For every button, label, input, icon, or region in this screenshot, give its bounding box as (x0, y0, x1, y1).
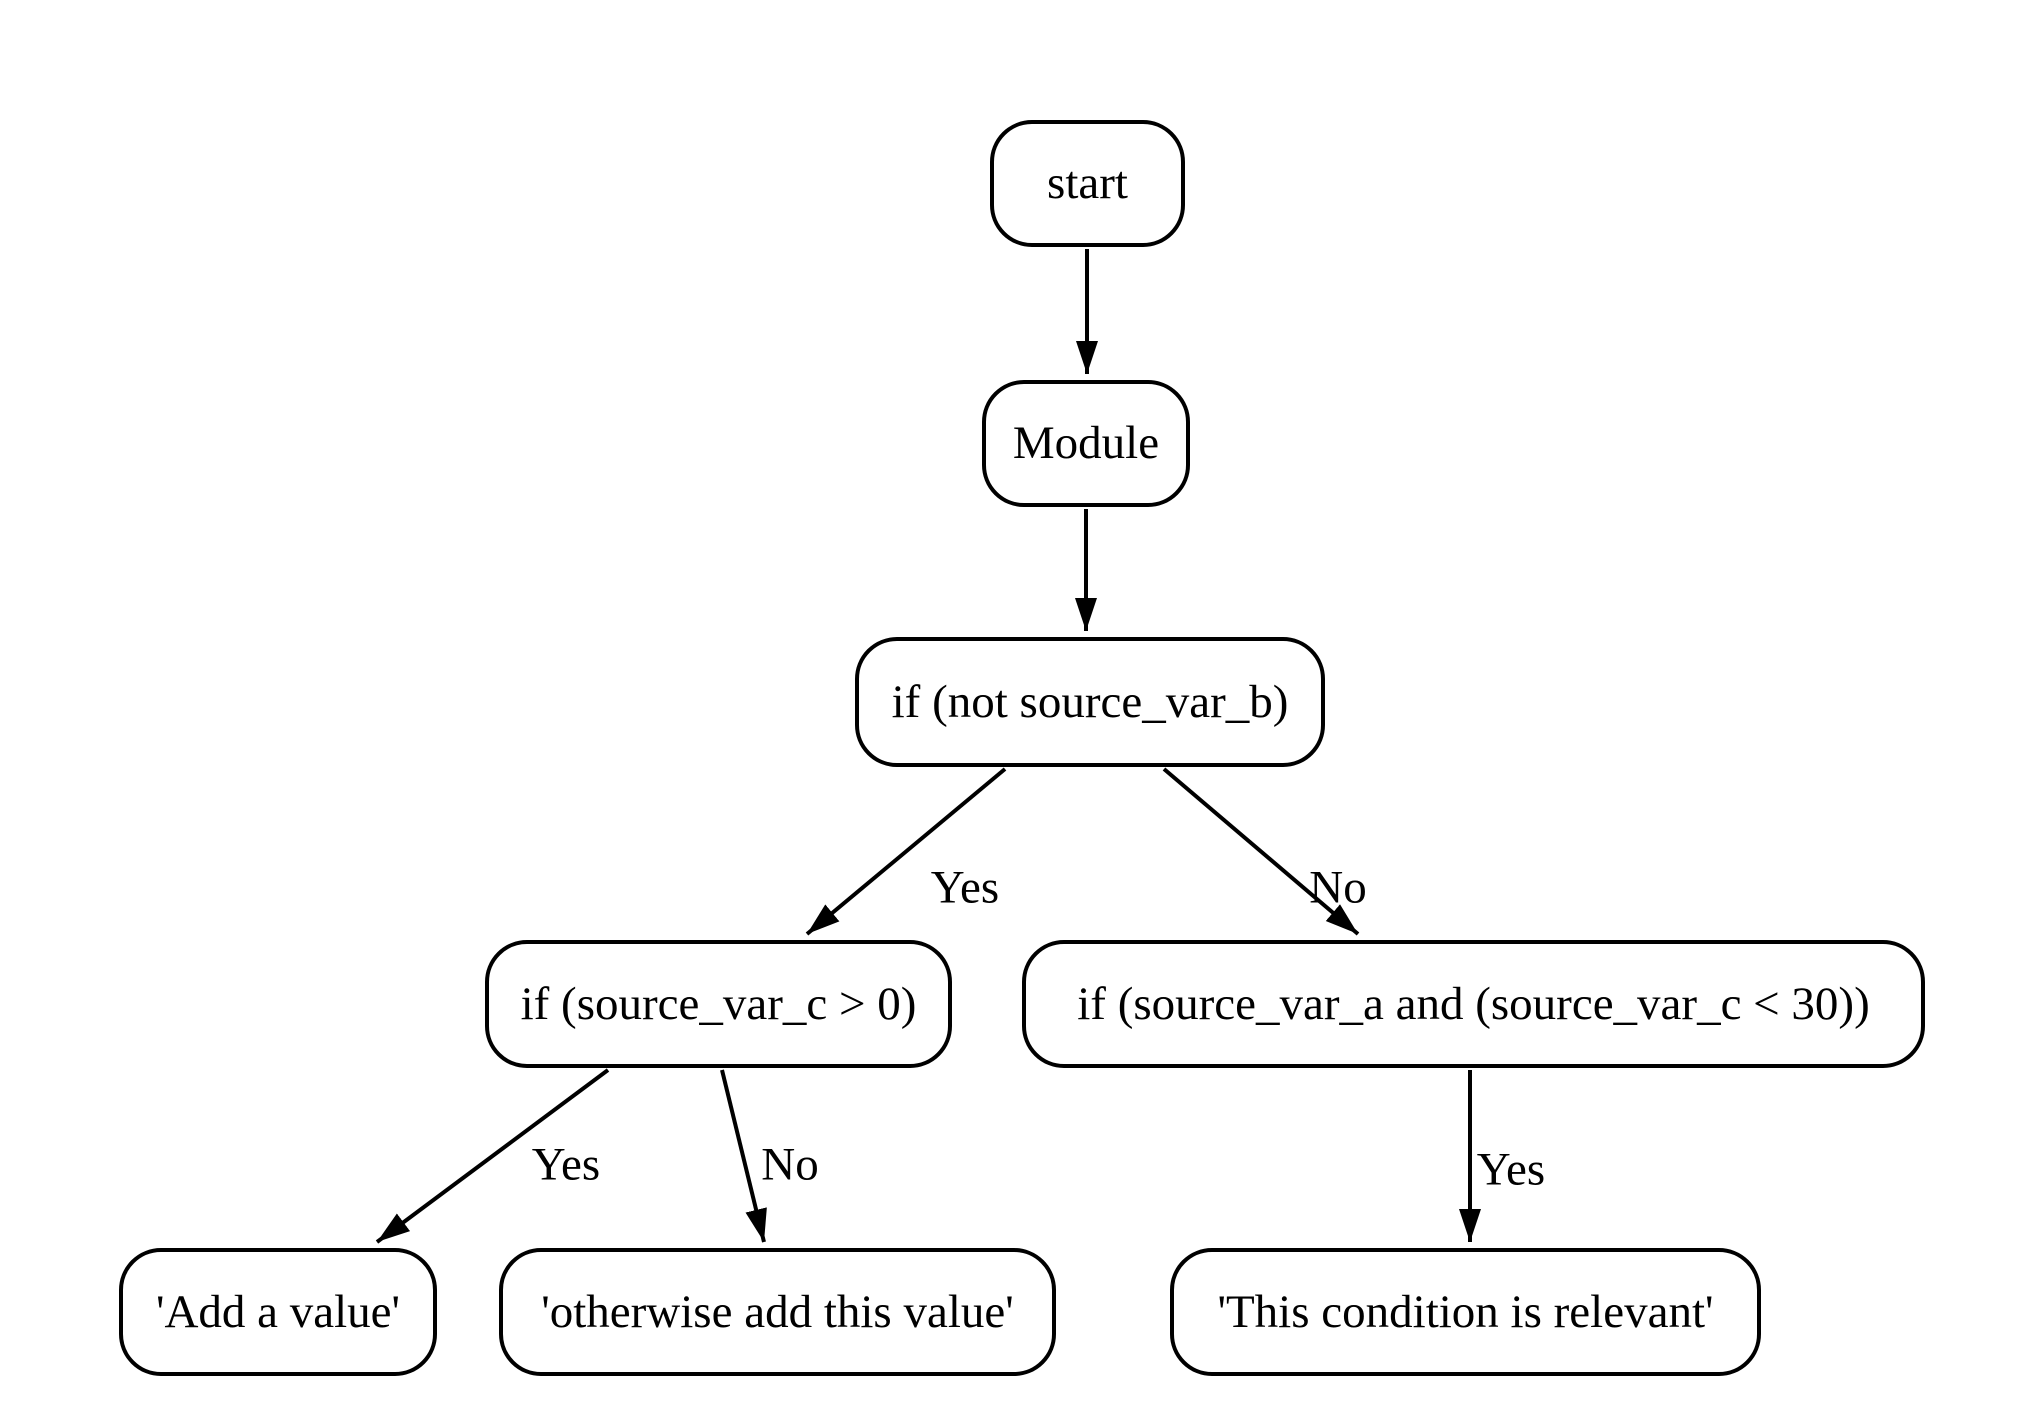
node-if-source-var-c-gt-0: if (source_var_c > 0) (485, 940, 952, 1068)
edge-if-not-b-no (1162, 767, 1360, 936)
node-start: start (990, 120, 1185, 247)
edge-if-c-yes (375, 1068, 610, 1244)
edge-label-yes-if-a: Yes (1476, 1143, 1546, 1196)
edge-label-yes-if-c: Yes (531, 1138, 601, 1191)
edge-if-c-no (720, 1069, 767, 1243)
node-add-a-value: 'Add a value' (119, 1248, 437, 1376)
node-if-not-source-var-b: if (not source_var_b) (855, 637, 1325, 767)
node-otherwise-add-this-value: 'otherwise add this value' (499, 1248, 1056, 1376)
edge-label-no-if-c: No (761, 1138, 819, 1191)
edge-label-yes-if-not-b: Yes (930, 861, 1000, 914)
edge-label-no-if-not-b: No (1309, 861, 1367, 914)
edge-if-not-b-yes (805, 767, 1007, 936)
node-if-source-var-a-and-c-lt-30: if (source_var_a and (source_var_c < 30)… (1022, 940, 1925, 1068)
node-this-condition-is-relevant: 'This condition is relevant' (1170, 1248, 1761, 1376)
node-module: Module (982, 380, 1190, 507)
